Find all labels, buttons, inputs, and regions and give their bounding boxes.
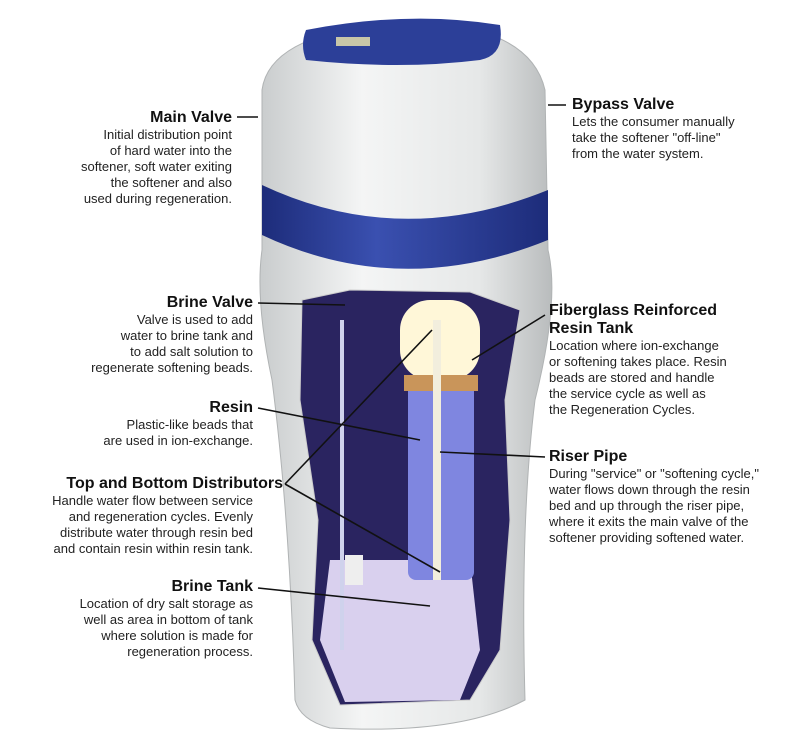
callout-text: Handle water flow between service — [52, 493, 253, 508]
control-panel — [303, 18, 501, 66]
callout-text: where solution is made for — [101, 628, 253, 643]
brine-valve-title: Brine Valve — [166, 294, 253, 311]
callout-text: Valve is used to add — [136, 312, 253, 327]
callout-text: beads are stored and handle — [549, 370, 715, 385]
resin-tank-title: Resin Tank — [549, 320, 634, 337]
callout-text: Plastic-like beads that — [126, 417, 253, 432]
callout-riser-pipe: Riser Pipe During "service" or "softenin… — [549, 448, 759, 546]
callout-text: the softener and also — [110, 175, 232, 190]
callout-text: and contain resin within resin tank. — [53, 541, 253, 556]
bypass-valve-title: Bypass Valve — [572, 96, 675, 113]
callout-bypass-valve: Bypass Valve Lets the consumer manually … — [572, 96, 735, 162]
callout-text: regenerate softening beads. — [91, 360, 253, 375]
callout-text: Initial distribution point — [103, 127, 232, 142]
resin-title: Resin — [209, 399, 253, 416]
callout-brine-tank: Brine Tank Location of dry salt storage … — [80, 578, 253, 660]
callout-main-valve: Main Valve Initial distribution point of… — [81, 109, 232, 207]
callout-text: from the water system. — [572, 146, 704, 161]
callout-text: and regeneration cycles. Evenly — [68, 509, 253, 524]
blue-band — [262, 185, 548, 269]
riser-pipe — [433, 320, 441, 580]
callout-text: the Regeneration Cycles. — [549, 402, 695, 417]
callout-text: water flows down through the resin — [549, 482, 750, 497]
callout-text: to add salt solution to — [130, 344, 253, 359]
callout-text: water to brine tank and — [120, 328, 253, 343]
callout-text: or softening takes place. Resin — [549, 354, 727, 369]
callout-text: take the softener "off-line" — [572, 130, 721, 145]
callout-brine-valve: Brine Valve Valve is used to add water t… — [91, 294, 253, 376]
callout-text: Lets the consumer manually — [572, 114, 735, 129]
callout-distributors: Top and Bottom Distributors Handle water… — [52, 475, 283, 557]
callout-text: bed and up through the riser pipe, — [549, 498, 745, 513]
callout-resin-tank: Fiberglass Reinforced Resin Tank Locatio… — [549, 302, 727, 418]
brine-tank-title: Brine Tank — [171, 578, 254, 595]
callout-text: distribute water through resin bed — [60, 525, 253, 540]
callout-text: are used in ion-exchange. — [103, 433, 253, 448]
callout-text: used during regeneration. — [83, 191, 232, 206]
callout-text: of hard water into the — [109, 143, 232, 158]
callout-text: Location of dry salt storage as — [79, 596, 253, 611]
callout-text: where it exits the main valve of the — [549, 514, 749, 529]
cutaway — [299, 289, 521, 706]
callout-text: regeneration process. — [127, 644, 253, 659]
callout-text: During "service" or "softening cycle," — [549, 466, 759, 481]
callout-text: Location where ion-exchange — [549, 338, 719, 353]
lcd-display — [336, 37, 370, 46]
callout-text: softener providing softened water. — [549, 530, 745, 545]
callout-text: well as area in bottom of tank — [83, 612, 253, 627]
float — [345, 555, 363, 585]
callout-text: the service cycle as well as — [549, 386, 706, 401]
resin-tank-title: Fiberglass Reinforced — [549, 302, 718, 319]
distributors-title: Top and Bottom Distributors — [66, 475, 283, 492]
leader-lines — [237, 104, 566, 607]
callout-resin: Resin Plastic-like beads that are used i… — [103, 399, 253, 449]
callout-text: softener, soft water exiting — [80, 159, 232, 174]
salt-pellets — [320, 560, 480, 702]
brine-well-pipe — [340, 320, 344, 650]
riser-pipe-title: Riser Pipe — [549, 448, 628, 465]
main-valve-title: Main Valve — [150, 109, 232, 126]
